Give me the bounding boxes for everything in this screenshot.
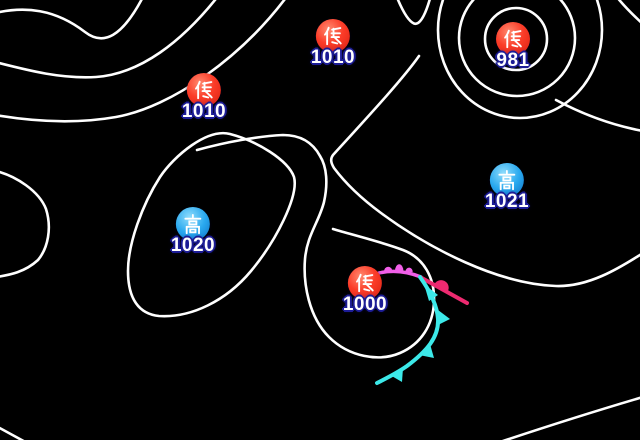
isobar-spiral (195, 133, 436, 359)
cold-front-triangle (390, 368, 403, 382)
low-pressure-circle (348, 266, 382, 300)
isobar-line (0, 0, 143, 40)
isobar-ring (436, 0, 604, 120)
cold-front-triangle (419, 344, 434, 358)
pressure-value: 1000 (342, 294, 388, 315)
low-glyph-icon (356, 273, 374, 293)
cold-front-triangle (424, 284, 438, 301)
warm-front-bump (405, 267, 413, 273)
low-glyph-icon (195, 80, 213, 100)
low-pressure-marker: 1000 (343, 266, 387, 314)
warm-front-secondary (418, 275, 469, 305)
pressure-value: 1020 (170, 235, 216, 256)
low-pressure-marker: 1010 (182, 73, 226, 121)
high-glyph-icon (184, 214, 202, 235)
low-pressure-marker: 981 (496, 22, 530, 70)
warm-front-line (377, 269, 423, 279)
isobar-line (0, 426, 25, 440)
isobar-line (0, 0, 286, 123)
isobar-ring (457, 0, 577, 98)
isobar-line (396, 0, 431, 25)
cold-front (375, 275, 450, 385)
low-glyph-icon (324, 26, 342, 46)
isobar-line (0, 0, 217, 79)
warm-front-bump (395, 264, 404, 271)
isobar-line (617, 0, 640, 24)
high-pressure-circle (490, 163, 524, 197)
pressure-value: 981 (496, 50, 530, 71)
warm-front-bump (384, 266, 393, 272)
high-pressure-marker: 1021 (485, 163, 529, 211)
low-pressure-circle (187, 73, 221, 107)
warm-front-secondary-line (418, 275, 469, 305)
pressure-value: 1010 (310, 47, 356, 68)
pressure-value: 1021 (484, 191, 530, 212)
low-pressure-circle (316, 19, 350, 53)
isobar-line (554, 98, 640, 132)
high-glyph-icon (498, 170, 516, 191)
low-pressure-circle (496, 22, 530, 56)
warm-front-secondary-bump (434, 280, 449, 292)
warm-front (377, 264, 423, 279)
isobar-line (501, 396, 640, 440)
high-pressure-marker: 1020 (171, 207, 215, 255)
isobar-line (0, 170, 51, 278)
low-pressure-marker: 1010 (311, 19, 355, 67)
isobar-ring (483, 6, 549, 72)
high-pressure-circle (176, 207, 210, 241)
isobar-line (329, 54, 640, 288)
isobar-oval (126, 131, 296, 318)
low-glyph-icon (504, 29, 522, 49)
pressure-value: 1010 (181, 101, 227, 122)
cold-front-triangle (438, 310, 450, 325)
